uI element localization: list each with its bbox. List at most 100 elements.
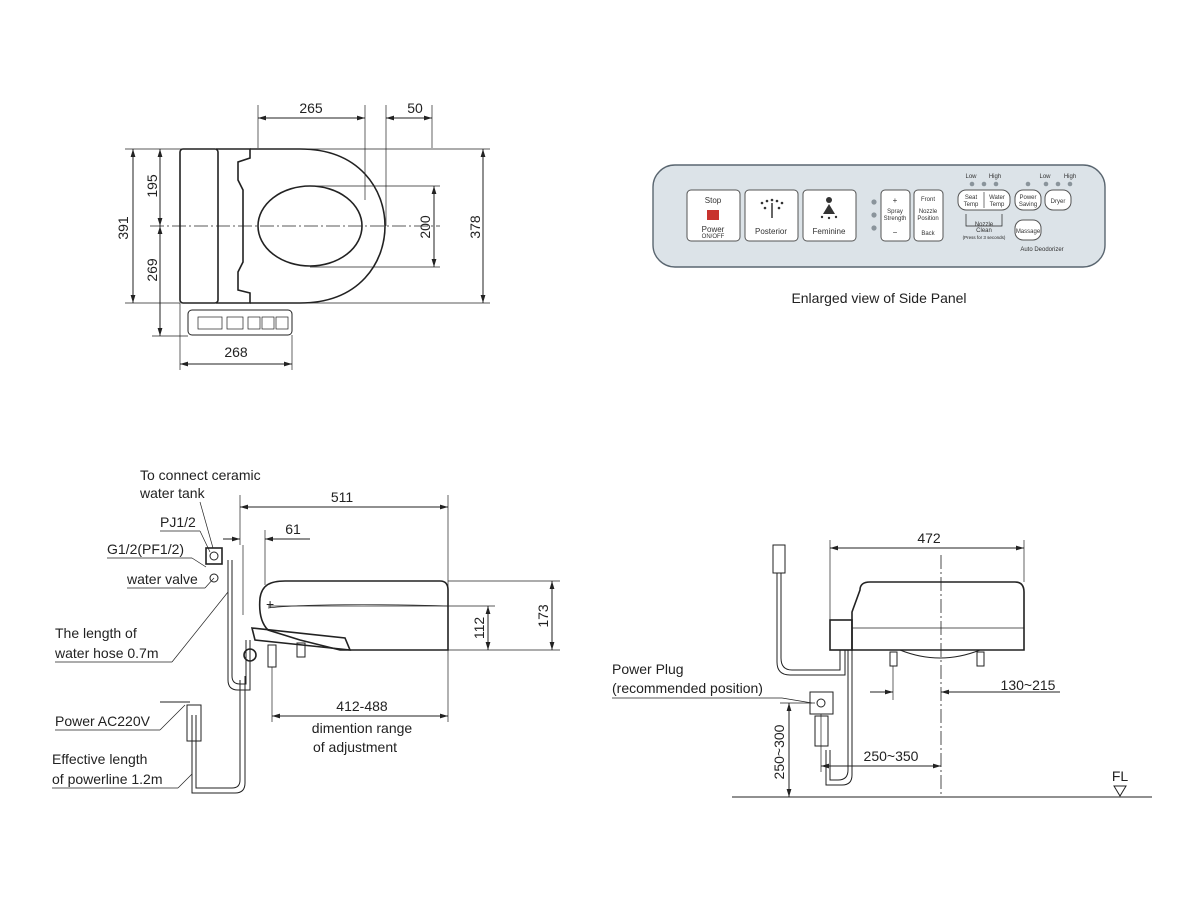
dim-112: 112 bbox=[471, 617, 487, 640]
posterior-label: Posterior bbox=[755, 227, 787, 236]
seat-temp-label-1: Seat bbox=[965, 195, 978, 201]
strength-dot-2 bbox=[871, 212, 877, 218]
power-ac-label: Power AC220V bbox=[55, 713, 151, 729]
dim-472: 472 bbox=[917, 530, 941, 546]
power-saving-label-2: Saving bbox=[1019, 202, 1037, 208]
feminine-label: Feminine bbox=[813, 227, 846, 236]
plus-label: + bbox=[893, 196, 898, 205]
top-view: 265 50 391 195 269 200 378 268 bbox=[115, 100, 490, 370]
dim-269: 269 bbox=[144, 258, 160, 282]
rear-control-box bbox=[829, 619, 853, 651]
mount-bolt-right bbox=[296, 642, 306, 658]
dim-200: 200 bbox=[417, 215, 433, 239]
side-control-indicators bbox=[197, 316, 223, 330]
nozzle-clean-label-2: Clean bbox=[976, 228, 992, 234]
dim-391: 391 bbox=[115, 216, 131, 240]
nozzle-position-button[interactable] bbox=[913, 189, 944, 242]
rear-hose-connector bbox=[772, 544, 786, 574]
strength-dot-3 bbox=[871, 225, 877, 231]
nozzle-label-2: Position bbox=[917, 216, 938, 222]
posterior-spray-icon bbox=[760, 198, 784, 218]
back-label: Back bbox=[921, 231, 935, 237]
dim-378: 378 bbox=[467, 215, 483, 239]
dim-50: 50 bbox=[407, 100, 423, 116]
low-label-1: Low bbox=[965, 174, 977, 180]
side-seat-profile bbox=[258, 580, 449, 651]
powerline-label-1: Effective length bbox=[52, 751, 147, 767]
power-plug-label-1: Power Plug bbox=[612, 661, 684, 677]
seat-temp-label-2: Temp bbox=[964, 202, 979, 208]
g-label: G1/2(PF1/2) bbox=[107, 541, 184, 557]
massage-label: Massage bbox=[1016, 229, 1041, 235]
water-valve-body bbox=[205, 547, 223, 565]
power-sub-label: ON/OFF bbox=[702, 234, 725, 240]
fl-label: FL bbox=[1112, 768, 1129, 784]
stop-label: Stop bbox=[705, 196, 722, 205]
rear-bolt-right bbox=[976, 651, 985, 667]
auto-deodorizer-label: Auto Deodorizer bbox=[1020, 247, 1063, 253]
minus-label: − bbox=[893, 228, 898, 237]
spray-label-1: Spray bbox=[887, 209, 903, 215]
strength-dot-1 bbox=[871, 199, 877, 205]
rear-seat-body bbox=[851, 581, 1025, 651]
dim-511: 511 bbox=[331, 489, 354, 505]
power-indicator-icon bbox=[707, 210, 719, 220]
dim-61: 61 bbox=[285, 521, 301, 537]
power-line bbox=[195, 680, 241, 789]
side-panel-enlarged: Stop Power ON/OFF Posterior Feminine + bbox=[652, 164, 1106, 306]
dim-195: 195 bbox=[144, 174, 160, 198]
rear-view: 472 130~215 250~350 250~300 Power Plug (… bbox=[612, 530, 1152, 798]
side-panel-caption: Enlarged view of Side Panel bbox=[791, 290, 966, 306]
powerline-label-2: of powerline 1.2m bbox=[52, 771, 163, 787]
feminine-button[interactable] bbox=[802, 189, 857, 242]
nozzle-clean-note: (Press for 3 seconds) bbox=[963, 235, 1006, 240]
dim-412-488: 412-488 bbox=[336, 698, 388, 714]
power-plug bbox=[814, 715, 829, 747]
high-label-1: High bbox=[989, 174, 1001, 180]
dim-130-215: 130~215 bbox=[1001, 677, 1056, 693]
pj-label: PJ1/2 bbox=[160, 514, 196, 530]
rear-water-hose bbox=[776, 573, 846, 676]
water-valve-label: water valve bbox=[126, 571, 198, 587]
seat-lid-outline bbox=[250, 148, 386, 304]
massage-button[interactable] bbox=[1014, 219, 1042, 241]
seat-pivot-marker: + bbox=[266, 596, 274, 612]
side-control-button-c bbox=[275, 316, 289, 330]
water-temp-label-2: Temp bbox=[990, 202, 1005, 208]
spray-strength-button[interactable] bbox=[880, 189, 911, 242]
dim-265: 265 bbox=[299, 100, 323, 116]
hose-label-2: water hose 0.7m bbox=[54, 645, 159, 661]
side-control-buttons bbox=[226, 316, 244, 330]
power-plug-box bbox=[186, 704, 202, 742]
dim-250-350: 250~350 bbox=[864, 748, 919, 764]
spray-label-2: Strength bbox=[884, 216, 907, 222]
side-seat-base bbox=[250, 627, 352, 651]
to-connect-label-2: water tank bbox=[139, 485, 206, 501]
mount-bolt-left bbox=[267, 644, 277, 668]
feminine-spray-icon bbox=[820, 197, 838, 220]
side-control-button-b bbox=[261, 316, 275, 330]
water-temp-label-1: Water bbox=[989, 195, 1005, 201]
hose-fitting bbox=[243, 648, 257, 662]
water-hose bbox=[227, 560, 251, 691]
dim-268: 268 bbox=[224, 344, 248, 360]
dim-250-300: 250~300 bbox=[771, 724, 787, 779]
side-control-box bbox=[187, 309, 293, 336]
power-plug-label-2: (recommended position) bbox=[612, 680, 763, 696]
side-view: + 511 61 173 112 412-488 diment bbox=[52, 467, 560, 794]
high-label-2: High bbox=[1064, 174, 1076, 180]
range-label-2: of adjustment bbox=[313, 739, 397, 755]
rear-bolt-left bbox=[889, 651, 898, 667]
power-saving-button[interactable] bbox=[1014, 189, 1042, 211]
nozzle-label-1: Nozzle bbox=[919, 209, 938, 215]
range-label-1: dimention range bbox=[312, 720, 413, 736]
dryer-button[interactable] bbox=[1044, 189, 1072, 211]
to-connect-label-1: To connect ceramic bbox=[140, 467, 261, 483]
floor-level-marker bbox=[1113, 785, 1127, 797]
rear-power-cord bbox=[825, 650, 853, 786]
dim-173: 173 bbox=[535, 604, 551, 628]
power-label: Power bbox=[702, 225, 725, 234]
dryer-label: Dryer bbox=[1051, 199, 1066, 205]
nozzle-clean-label-1: Nozzle bbox=[975, 222, 994, 228]
